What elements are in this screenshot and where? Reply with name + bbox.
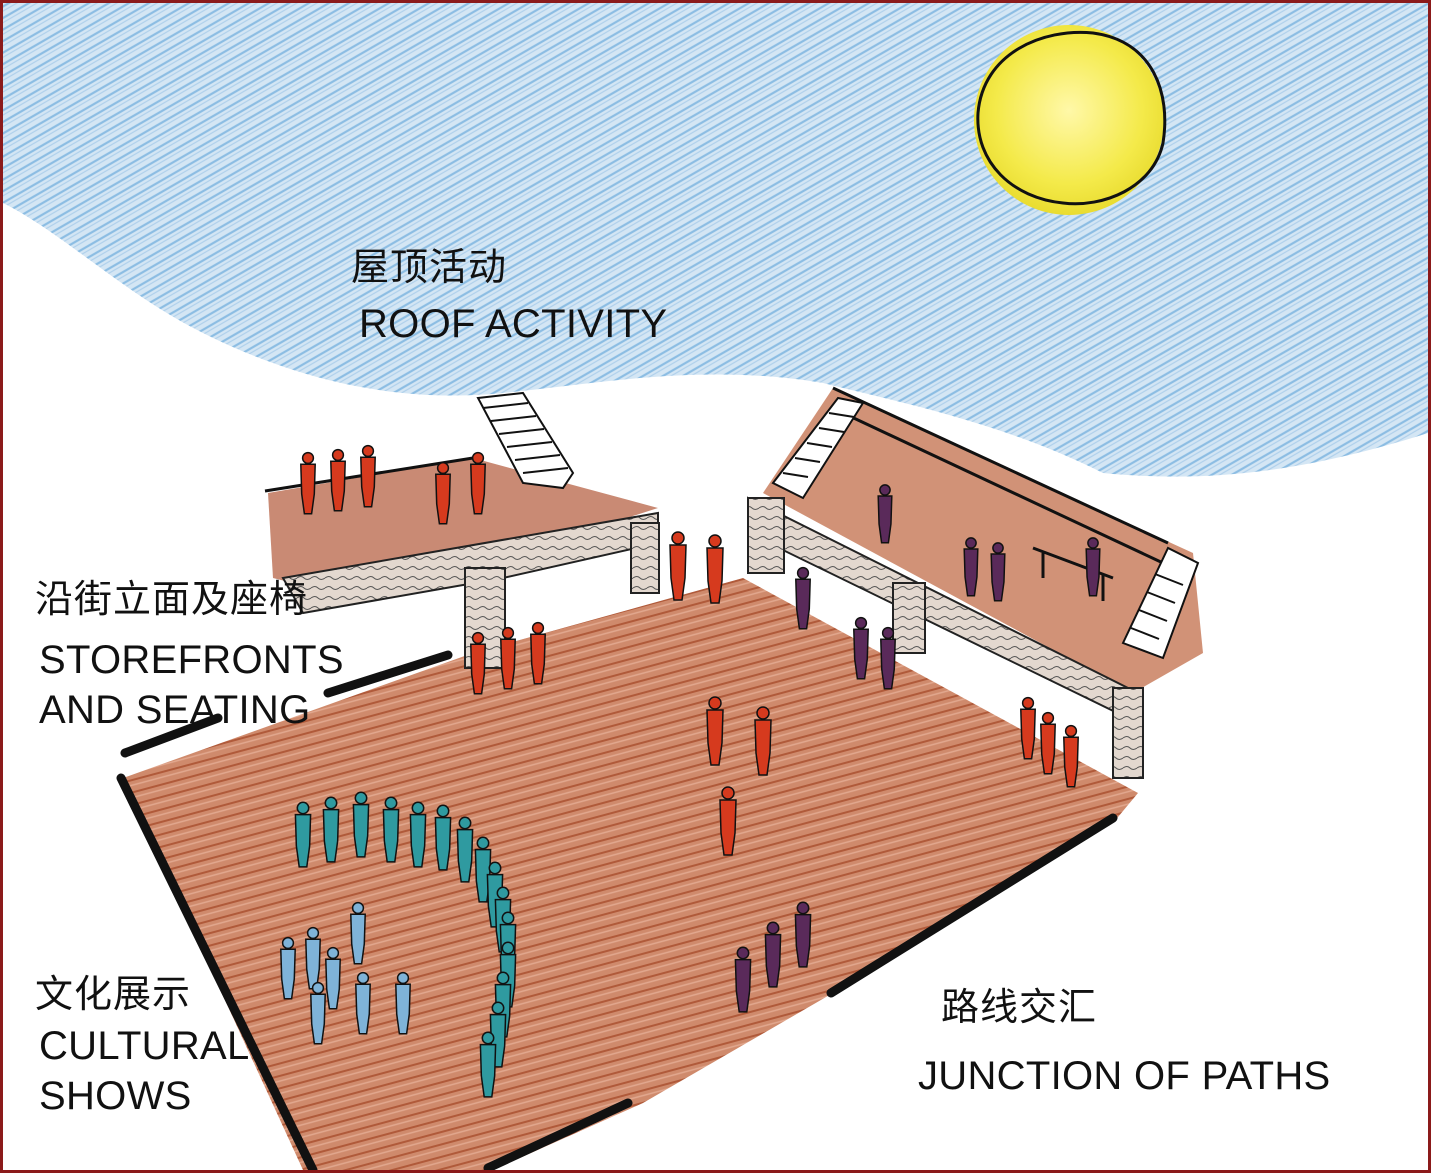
people-figures (280, 444, 1101, 1098)
person-figure (853, 616, 869, 680)
person-figure (330, 448, 346, 512)
person-figure (754, 706, 772, 776)
person-figure (479, 1031, 497, 1098)
sky (3, 3, 1428, 477)
person-figure (474, 836, 492, 903)
right-roof (763, 388, 1203, 693)
storefronts-en-label: STOREFRONTS AND SEATING (39, 638, 344, 732)
junction-cn-label: 路线交汇 (941, 985, 1098, 1029)
person-figure (764, 921, 782, 988)
person-figure (435, 461, 451, 525)
person-figure (734, 946, 752, 1013)
right-column-1 (747, 497, 785, 574)
person-figure (395, 971, 411, 1035)
person-figure (470, 451, 486, 515)
person-figure (300, 451, 316, 515)
person-figure (669, 531, 687, 601)
person-figure (360, 444, 376, 508)
right-wall-end (1112, 687, 1144, 779)
person-figure (352, 791, 370, 858)
cultural-shows-cn-label: 文化展示 (35, 972, 192, 1016)
person-figure (530, 621, 546, 685)
person-figure (963, 537, 979, 597)
person-figure (294, 801, 312, 868)
person-figure (325, 946, 341, 1010)
plaza-edges (116, 650, 1118, 1170)
person-figure (990, 542, 1006, 602)
right-column-2 (892, 582, 926, 654)
person-figure (877, 484, 893, 544)
plaza-ground (123, 578, 1138, 1170)
person-figure (1020, 696, 1036, 760)
person-figure (880, 626, 896, 690)
person-figure (322, 796, 340, 863)
person-figure (355, 971, 371, 1035)
left-roof-wall (281, 511, 659, 615)
person-figure (350, 901, 366, 965)
person-figure (706, 696, 724, 766)
plaza-sketch (3, 3, 1428, 1170)
person-figure (706, 534, 724, 604)
person-figure (794, 901, 812, 968)
person-figure (1040, 711, 1056, 775)
person-figure (795, 566, 811, 630)
right-rails (832, 386, 1169, 565)
person-figure (470, 631, 486, 695)
junction-en-label: JUNCTION OF PATHS (918, 1054, 1331, 1098)
person-figure (305, 926, 321, 990)
person-figure (1085, 537, 1101, 597)
roof-activity-cn-label: 屋顶活动 (351, 245, 508, 289)
person-figure (280, 936, 296, 1000)
person-figure (434, 804, 452, 871)
person-figure (409, 801, 427, 868)
person-figure (719, 786, 737, 856)
sun-icon (974, 25, 1167, 215)
storefronts-cn-label: 沿街立面及座椅 (35, 577, 309, 621)
right-stairs (771, 396, 1200, 660)
person-figure (500, 626, 516, 690)
person-figure (310, 981, 326, 1045)
left-wall-end (630, 522, 660, 594)
cultural-shows-en-label: CULTURAL SHOWS (39, 1024, 250, 1118)
roof-activity-en-label: ROOF ACTIVITY (359, 302, 668, 346)
person-figure (382, 796, 400, 863)
person-figure (1063, 724, 1079, 788)
left-stairs (476, 391, 575, 490)
person-figure (456, 816, 474, 883)
